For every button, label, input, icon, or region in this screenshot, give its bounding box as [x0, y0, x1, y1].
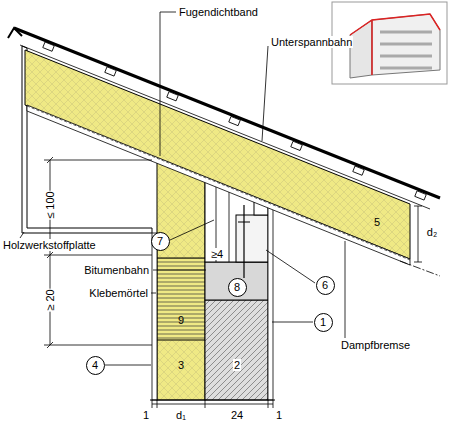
label-text: 1 [142, 409, 150, 421]
dimension-label: d₁ [175, 409, 187, 421]
callout-circle: 7 [151, 232, 170, 251]
part-number: 2 [233, 359, 241, 371]
callout-number: 6 [322, 279, 328, 291]
batten [43, 42, 55, 51]
leader-lines [20, 12, 345, 365]
label-text: Unterspannbahn [270, 36, 353, 48]
material-label: Fugendichtband [178, 6, 259, 18]
label-text: 3 [178, 359, 184, 371]
label-text: d₁ [175, 409, 187, 421]
batten [415, 191, 427, 200]
callout-circle: 1 [314, 313, 333, 332]
material-label: Klebemörtel [88, 287, 149, 299]
part-number: 3 [178, 359, 184, 371]
material-label: Holzwerkstoffplatte [2, 239, 97, 251]
label-text: 9 [178, 314, 184, 326]
batten [353, 166, 365, 175]
callout-circle: 6 [316, 276, 335, 295]
batten [105, 67, 117, 76]
label-text: Fugendichtband [178, 6, 259, 18]
label-text: Bitumenbahn [83, 264, 150, 276]
callout-circle: 8 [228, 278, 247, 297]
label-text: 5 [374, 216, 380, 228]
batten [229, 116, 241, 125]
part-number: 9 [178, 314, 184, 326]
dimension-label: ≤ 100 [44, 190, 56, 219]
callout-number: 4 [92, 359, 98, 371]
dimension-label: 24 [230, 409, 244, 421]
material-label: Dampfbremse [340, 339, 411, 351]
label-text: ≥ 20 [44, 288, 56, 311]
label-text: 2 [233, 359, 241, 371]
batten [291, 141, 303, 150]
label-text: Klebemörtel [88, 287, 149, 299]
label-text: d₂ [426, 226, 438, 238]
label-text: 24 [230, 409, 244, 421]
part-number: 1 [142, 409, 150, 421]
callout-number: 8 [234, 281, 240, 293]
callout-number: 7 [157, 235, 163, 247]
material-label: Unterspannbahn [270, 36, 353, 48]
label-text: Dampfbremse [340, 339, 411, 351]
label-text: ≥4 [210, 248, 224, 260]
dimension-label: ≥4 [210, 248, 224, 260]
callout-number: 1 [320, 316, 326, 328]
dimension-label: d₂ [426, 226, 438, 238]
callout-circle: 4 [86, 356, 105, 375]
part-number: 1 [275, 409, 283, 421]
dimension-lines [44, 157, 422, 408]
roof-battens [43, 42, 427, 200]
batten [167, 92, 179, 101]
dimension-label: ≥ 20 [44, 288, 56, 311]
part-number: 5 [374, 216, 380, 228]
label-text: 1 [275, 409, 283, 421]
label-text: ≤ 100 [44, 190, 56, 219]
material-label: Bitumenbahn [83, 264, 150, 276]
label-text: Holzwerkstoffplatte [2, 239, 97, 251]
